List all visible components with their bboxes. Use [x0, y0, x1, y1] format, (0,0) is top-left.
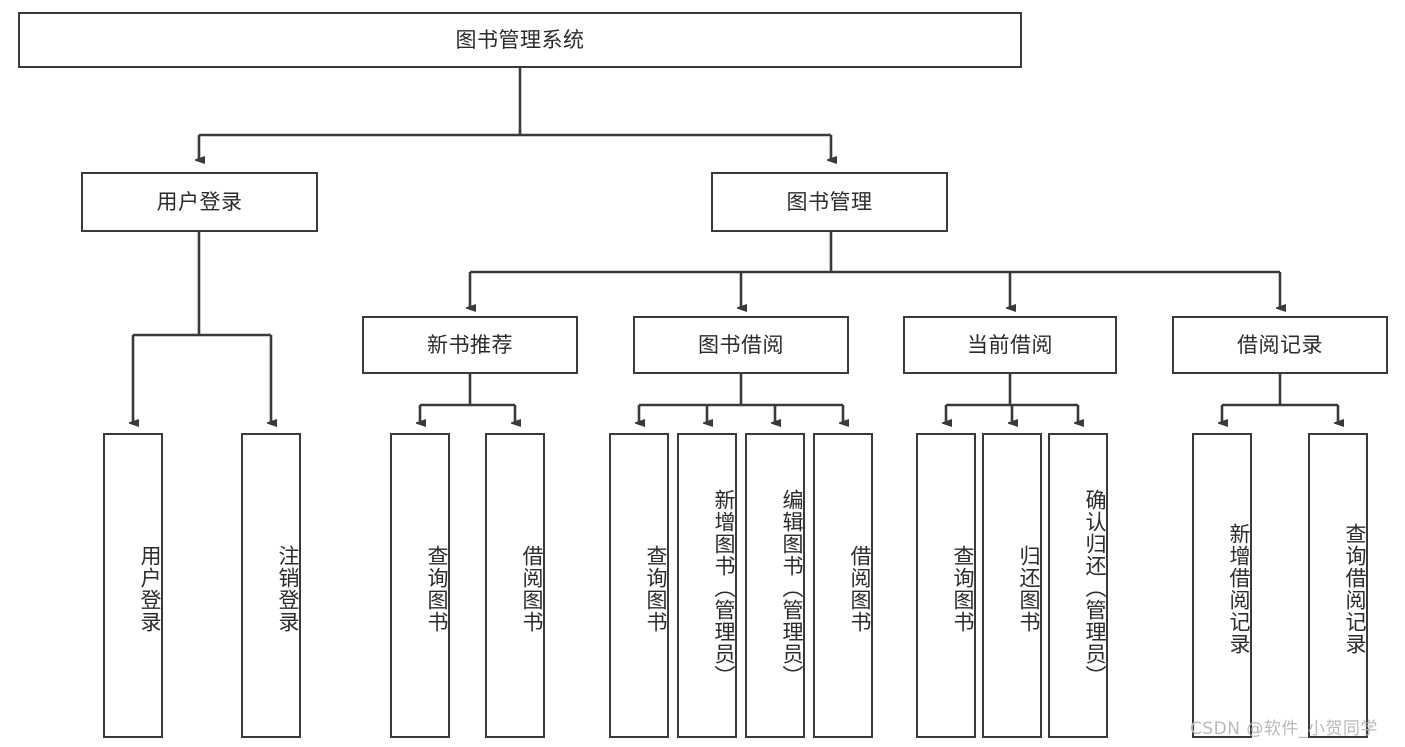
- leaf-current-query-book[interactable]: 查询图书: [916, 433, 976, 738]
- leaf-borrow-borrow-book[interactable]: 借阅图书: [813, 433, 873, 738]
- leaf-user-login[interactable]: 用户登录: [103, 433, 163, 738]
- node-borrow-record[interactable]: 借阅记录: [1172, 316, 1388, 374]
- node-current-borrow[interactable]: 当前借阅: [903, 316, 1117, 374]
- node-root-book-management-system[interactable]: 图书管理系统: [18, 12, 1022, 68]
- node-label: 查询图书: [425, 544, 449, 633]
- node-label: 借阅图书: [848, 544, 872, 633]
- leaf-current-confirm-return-admin[interactable]: 确认归还（管理员）: [1048, 433, 1108, 738]
- node-label: 新增图书（管理员）: [712, 488, 736, 687]
- leaf-record-add-borrow-record[interactable]: 新增借阅记录: [1192, 433, 1252, 738]
- leaf-user-logout[interactable]: 注销登录: [241, 433, 301, 738]
- node-label: 编辑图书（管理员）: [780, 488, 804, 687]
- node-label: 新增借阅记录: [1227, 522, 1251, 655]
- leaf-recommend-query-book[interactable]: 查询图书: [390, 433, 450, 738]
- leaf-recommend-borrow-book[interactable]: 借阅图书: [485, 433, 545, 738]
- node-label: 当前借阅: [967, 332, 1053, 357]
- csdn-watermark: CSDN @软件_小贺同学: [1190, 719, 1378, 739]
- leaf-current-return-book[interactable]: 归还图书: [982, 433, 1042, 738]
- node-label: 图书借阅: [698, 332, 784, 357]
- node-label: 用户登录: [138, 544, 162, 633]
- node-label: 用户登录: [156, 189, 243, 214]
- node-label: 查询图书: [951, 544, 975, 633]
- node-label: 查询图书: [644, 544, 668, 633]
- leaf-borrow-query-book[interactable]: 查询图书: [609, 433, 669, 738]
- node-label: 查询借阅记录: [1343, 522, 1367, 655]
- node-label: 借阅图书: [520, 544, 544, 633]
- node-label: 注销登录: [276, 544, 300, 633]
- node-new-book-recommend[interactable]: 新书推荐: [362, 316, 578, 374]
- node-user-login[interactable]: 用户登录: [81, 172, 318, 232]
- node-label: 图书管理: [786, 189, 873, 214]
- node-label: 确认归还（管理员）: [1083, 488, 1107, 687]
- node-label: 新书推荐: [427, 332, 513, 357]
- leaf-borrow-add-book-admin[interactable]: 新增图书（管理员）: [677, 433, 737, 738]
- node-book-management[interactable]: 图书管理: [711, 172, 948, 232]
- leaf-borrow-edit-book-admin[interactable]: 编辑图书（管理员）: [745, 433, 805, 738]
- node-label: 图书管理系统: [455, 27, 585, 52]
- node-label: 归还图书: [1017, 544, 1041, 633]
- leaf-record-query-borrow-record[interactable]: 查询借阅记录: [1308, 433, 1368, 738]
- node-label: 借阅记录: [1237, 332, 1323, 357]
- node-book-borrow[interactable]: 图书借阅: [633, 316, 849, 374]
